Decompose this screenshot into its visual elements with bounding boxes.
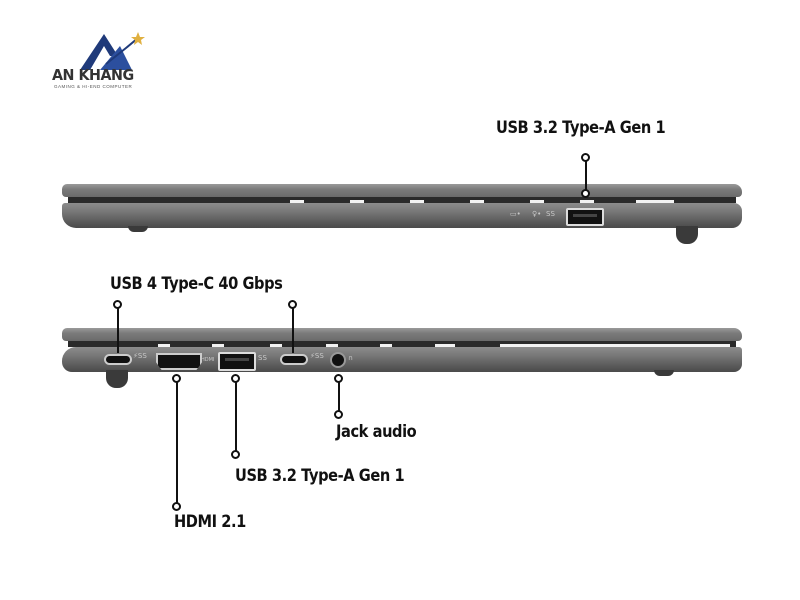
vent-slot [326,344,338,347]
callout-label-audio-jack: Jack audio [336,422,417,442]
usb-a-port [218,352,256,371]
rubber-foot [676,226,698,244]
vent-slot [580,200,594,203]
vent-slot [350,200,364,203]
rubber-foot [654,370,674,376]
callout-label-usb-a-right: USB 3.2 Type-A Gen 1 [496,118,666,138]
laptop-base [62,203,742,228]
usb-c-port-1 [104,354,132,365]
vent-slot [530,200,544,203]
vent-slot [410,200,424,203]
callout-dot [581,189,590,198]
usb-a-port [566,208,604,226]
callout-label-usb-a-left: USB 3.2 Type-A Gen 1 [235,466,405,486]
brand-tagline: GAMING & HI-END COMPUTER [54,84,133,89]
vent-slot [270,344,282,347]
callout-line [117,307,119,353]
usb-c-port-2 [280,354,308,365]
thunderbolt-icon: ⚡SS [133,352,147,360]
vent-slot [470,200,484,203]
callout-dot [334,410,343,419]
rubber-foot [106,370,128,388]
usb-superspeed-icon: SS [258,354,267,362]
vent-slot [158,344,170,347]
audio-jack-port [330,352,346,368]
brand-logo-mark-icon [80,32,145,70]
vent-slot [380,344,392,347]
callout-label-usb-c: USB 4 Type-C 40 Gbps [110,274,283,294]
vent-slot [636,200,674,203]
vent-slot [290,200,304,203]
vent-slot [212,344,224,347]
hdmi-icon: HDMI [201,357,215,363]
thunderbolt-icon: ⚡SS [310,352,324,360]
vent-slot [500,344,730,347]
usb-superspeed-icon: SS [546,210,555,218]
brand-logo: AN KHANG GAMING & HI-END COMPUTER [48,30,158,90]
brand-name: AN KHANG [52,66,134,84]
vent-slot [435,344,455,347]
callout-line [585,160,587,190]
callout-line [176,381,178,503]
lid-hinge-gap [68,341,736,347]
laptop-lid [62,328,742,341]
rubber-foot [128,226,148,232]
callout-dot [172,502,181,511]
callout-line [235,381,237,451]
battery-led-icon: ▭• [510,210,521,218]
callout-label-hdmi: HDMI 2.1 [174,512,246,532]
laptop-lid [62,184,742,197]
callout-line [292,307,294,353]
lid-hinge-gap [68,197,736,203]
headphone-icon: ∩ [348,354,354,362]
hdmi-port [156,353,202,370]
callout-line [338,381,340,411]
power-led-icon: ♀• [532,210,542,218]
callout-dot [231,450,240,459]
